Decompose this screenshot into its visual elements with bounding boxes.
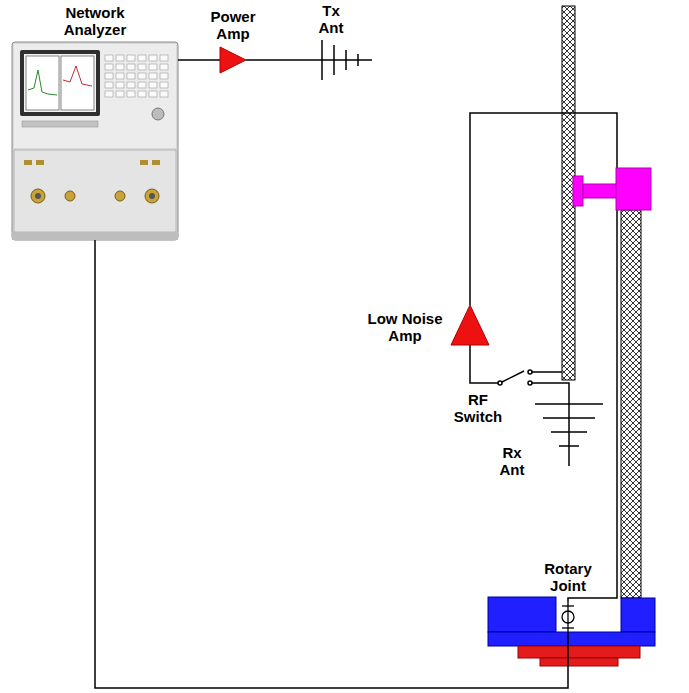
turntable-plate [488, 632, 655, 646]
component-label: Rotary Joint [538, 560, 598, 594]
component-label: Rx Ant [494, 444, 530, 478]
switch-symbol: RF Switch [496, 366, 536, 390]
rotary-joint-ring [562, 611, 574, 623]
antenna-symbol: Rx Ant [534, 398, 604, 466]
keypad [104, 54, 170, 99]
mast-arm [583, 184, 617, 198]
component-label: Network Analyzer [53, 4, 137, 38]
antenna-element [321, 40, 323, 80]
instrument-body [12, 42, 178, 240]
jumper-port [36, 160, 44, 165]
amplifier-triangle-shape [220, 47, 246, 73]
switch-contact [528, 370, 532, 374]
screen-bezel [20, 50, 100, 116]
tx-antenna-drawing [318, 40, 372, 80]
switch-pivot [498, 381, 502, 385]
instrument-box: Network Analyzer [12, 42, 178, 240]
component-label: RF Switch [449, 391, 507, 425]
mast-bracket [616, 168, 651, 210]
antenna-element [551, 431, 587, 433]
antenna-element [345, 50, 347, 70]
test-port-center [149, 193, 155, 199]
antenna-element [333, 45, 335, 75]
component-label: Low Noise Amp [363, 310, 447, 344]
softkey-row [22, 121, 98, 127]
component-label: Power Amp [205, 8, 261, 42]
antenna-element [543, 417, 595, 419]
turntable-base [540, 658, 618, 666]
test-port [65, 191, 75, 201]
screen [24, 54, 96, 112]
rotary-joint-flange [562, 605, 574, 606]
screen-trace [63, 66, 92, 86]
jumper-port [140, 160, 148, 165]
switch-contact [528, 381, 532, 385]
test-port [115, 191, 125, 201]
rx-antenna-drawing [535, 398, 603, 466]
amplifier-outline [451, 305, 489, 345]
antenna-element [535, 403, 603, 405]
screen-trace [28, 70, 57, 95]
amplifier-triangle: Power Amp [220, 47, 246, 73]
antenna-element [357, 54, 359, 66]
instrument-front-panel [14, 44, 176, 148]
test-port-center [35, 193, 41, 199]
switch-blade [500, 371, 524, 383]
screen-panel [61, 56, 94, 110]
test-port [145, 189, 159, 203]
rotary-joint-symbol: Rotary Joint [560, 602, 576, 632]
instrument-base [12, 232, 178, 240]
rotary-joint-drawing [562, 602, 574, 632]
cable-line [470, 113, 617, 602]
antenna-symbol: Tx Ant [318, 38, 372, 82]
support-mast [621, 210, 641, 598]
antenna-element [559, 445, 579, 447]
cable-line [470, 345, 496, 383]
component-label: Tx Ant [313, 2, 349, 36]
positioner-block [488, 597, 556, 632]
cable-line [178, 59, 220, 61]
amplifier-triangle: Low Noise Amp [451, 305, 489, 345]
cable-line [246, 59, 318, 61]
mast-clamp [573, 176, 583, 206]
rotary-joint-flange [562, 627, 574, 628]
test-port [31, 189, 45, 203]
switch-lead [532, 382, 536, 384]
jumper-port [152, 160, 160, 165]
antenna-boom [318, 59, 372, 61]
turntable-base [518, 646, 640, 658]
switch-lead [532, 371, 562, 373]
amplifier-outline [220, 47, 246, 73]
cable-line [95, 240, 568, 688]
network-analyzer-instrument [12, 42, 178, 240]
amplifier-triangle-shape [451, 305, 489, 345]
jumper-port [24, 160, 32, 165]
control-knob [152, 108, 164, 120]
cable-line [536, 383, 569, 398]
screen-panel [26, 56, 59, 110]
positioner-block [621, 598, 655, 632]
instrument-lower-panel [14, 150, 176, 232]
